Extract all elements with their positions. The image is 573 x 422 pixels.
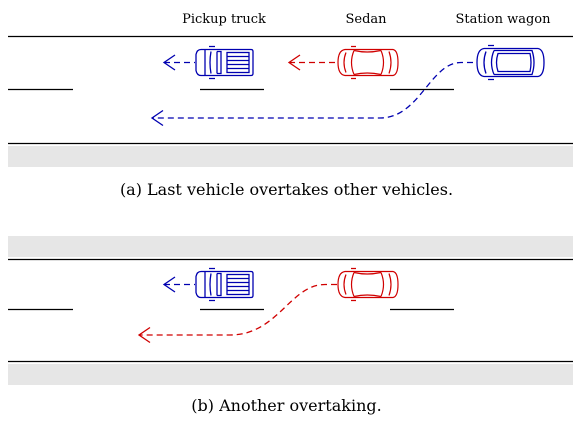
road-shoulder: [8, 364, 573, 385]
station-wagon-icon: [150, 44, 545, 127]
sedan-label: Sedan: [345, 12, 387, 27]
caption-a: (a) Last vehicle overtakes other vehicle…: [119, 180, 454, 199]
road-shoulder: [8, 146, 573, 167]
panel-b: [8, 236, 573, 385]
caption-b: (b) Another overtaking.: [191, 396, 382, 415]
pickup-truck-icon: [162, 267, 254, 302]
pickup-truck-label: Pickup truck: [182, 12, 266, 27]
sedan-icon: [287, 45, 399, 80]
sedan-icon: [137, 267, 399, 344]
panel-a: [8, 35, 573, 167]
road-shoulder: [8, 236, 573, 257]
station-wagon-label: Station wagon: [455, 12, 551, 27]
pickup-truck-icon: [162, 45, 254, 80]
